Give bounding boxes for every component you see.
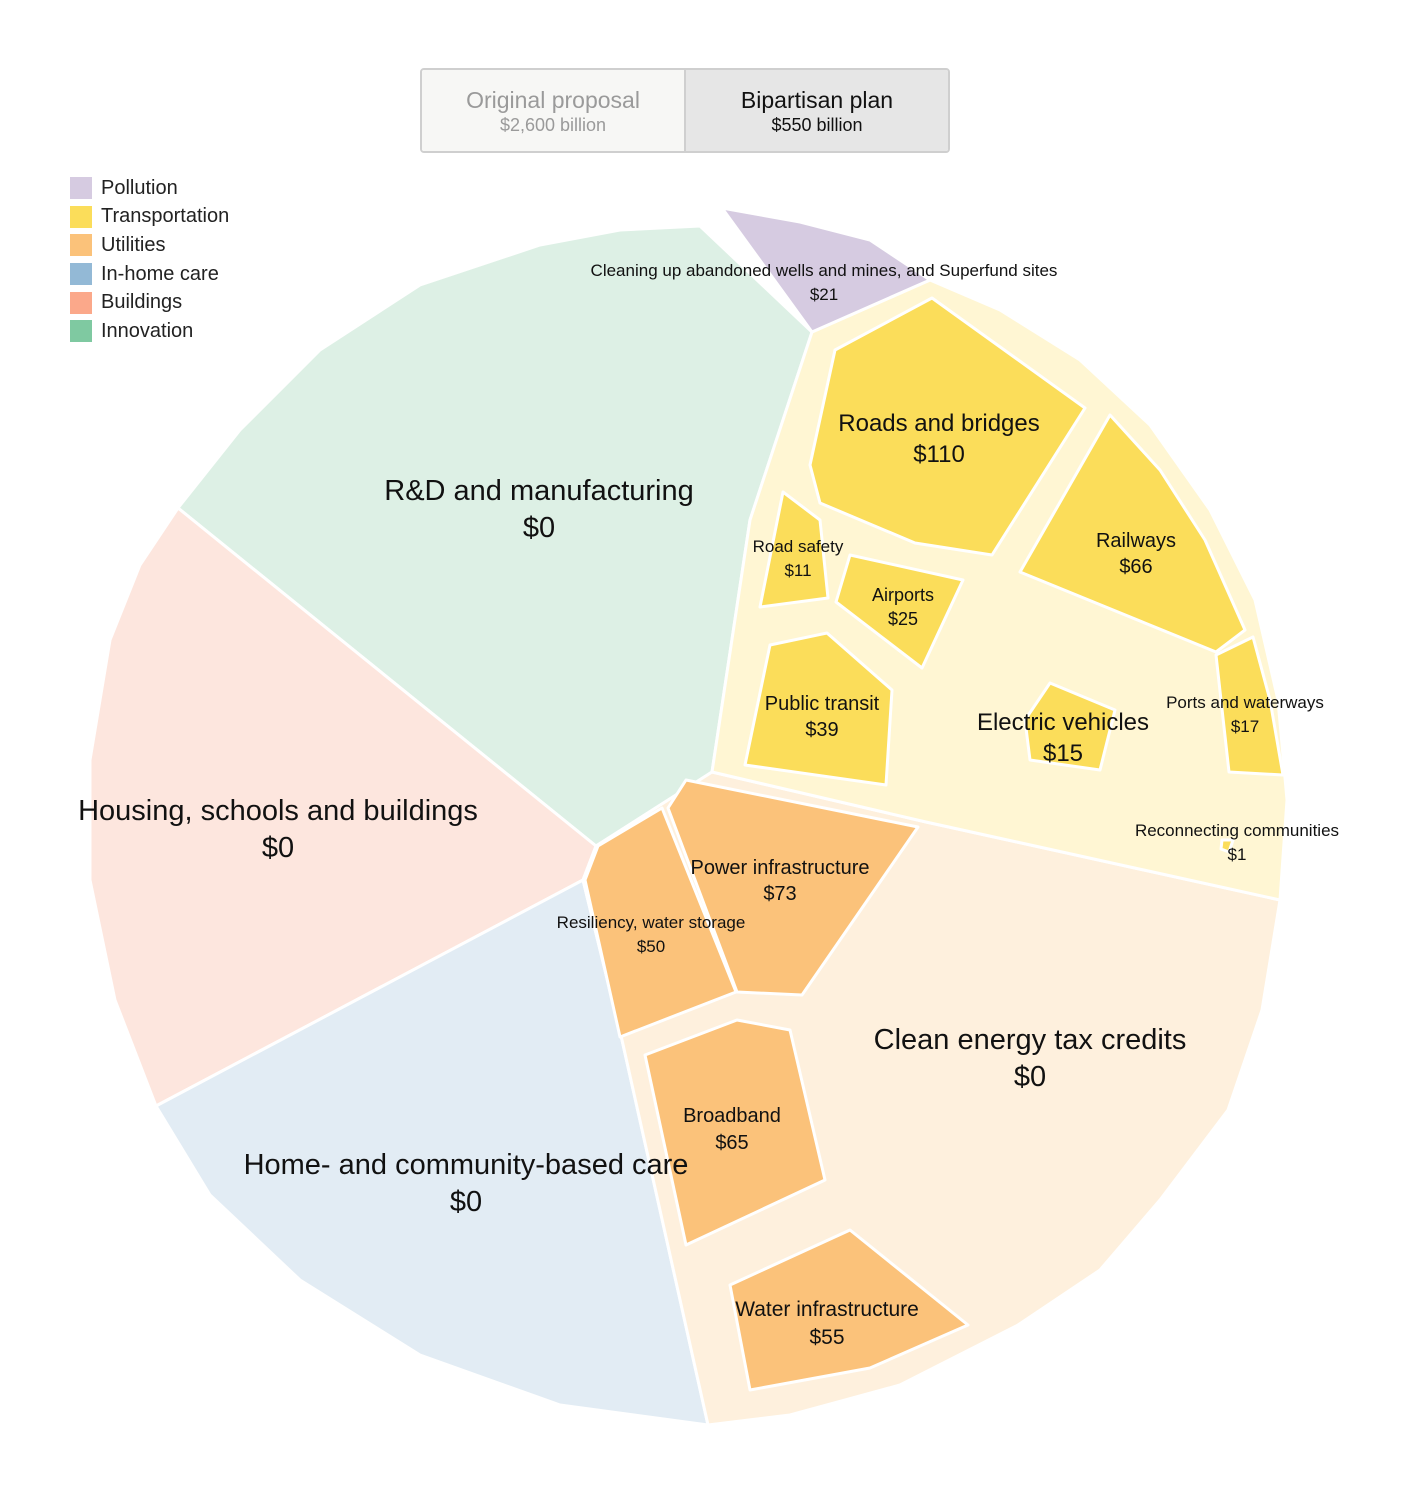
legend-swatch [70,205,92,228]
original-proposal-label: Original proposal [466,86,640,113]
value-housing-schools-buildings: $0 [262,832,294,864]
legend-swatch [70,177,92,200]
legend-swatch [70,234,92,257]
label-clean-energy-tax-credits: Clean energy tax credits [874,1024,1187,1056]
legend-item-utilities: Utilities [70,231,229,260]
label-rd-and-manufacturing: R&D and manufacturing [384,475,694,507]
label-road-safety: Road safety [753,537,844,556]
cell-roads-and-bridges [808,296,1087,557]
value-reconnecting-communities: $1 [1228,845,1247,864]
legend-label: Buildings [101,291,183,314]
bipartisan-plan-tab[interactable]: Bipartisan plan $550 billion [684,70,948,151]
value-ports-and-waterways: $17 [1231,717,1259,736]
label-broadband: Broadband [683,1105,781,1127]
legend-item-transportation: Transportation [70,203,229,232]
value-clean-energy-tax-credits: $0 [1014,1061,1046,1093]
cell-resiliency-water-storage [583,806,738,1039]
legend-item-in-home-care: In-home care [70,260,229,289]
bipartisan-plan-amount: $550 billion [771,114,863,135]
cell-ports-and-waterways [1214,635,1285,777]
value-power-infrastructure: $73 [763,883,796,905]
value-road-safety: $11 [784,561,811,580]
label-resiliency-water-storage: Resiliency, water storage [557,913,746,932]
cell-railways [1018,413,1247,654]
legend-item-pollution: Pollution [70,174,229,203]
legend-item-buildings: Buildings [70,288,229,317]
label-railways: Railways [1096,530,1176,552]
label-electric-vehicles: Electric vehicles [977,709,1149,736]
value-airports: $25 [888,609,918,629]
original-proposal-tab[interactable]: Original proposal $2,600 billion [422,70,684,151]
value-roads-and-bridges: $110 [913,441,965,468]
value-broadband: $65 [715,1132,748,1154]
label-airports: Airports [872,585,934,605]
value-railways: $66 [1119,556,1152,578]
region-pollution [720,206,932,334]
value-rd-and-manufacturing: $0 [523,512,555,544]
cell-electric-vehicles [1023,681,1117,772]
legend-swatch [70,291,92,314]
cell-power-infrastructure [666,778,920,997]
legend-item-innovation: Innovation [70,317,229,346]
value-electric-vehicles: $15 [1043,740,1083,767]
value-resiliency-water-storage: $50 [637,937,665,956]
legend-label: Utilities [101,233,166,256]
label-housing-schools-buildings: Housing, schools and buildings [78,795,478,827]
bipartisan-plan-label: Bipartisan plan [740,86,894,113]
value-public-transit: $39 [805,719,838,741]
legend: Pollution Transportation Utilities In-ho… [70,174,229,346]
legend-label: Pollution [101,176,178,199]
cell-reconnecting-communities [1219,838,1235,854]
label-public-transit: Public transit [765,693,880,715]
legend-swatch [70,320,92,343]
label-ports-and-waterways: Ports and waterways [1166,693,1324,712]
cell-broadband [643,1018,827,1247]
cell-water-infrastructure [728,1228,970,1392]
cell-public-transit [743,631,894,787]
cell-road-safety [758,490,830,609]
value-home-and-community-care: $0 [450,1186,482,1218]
legend-label: Transportation [101,205,230,228]
legend-label: In-home care [101,262,219,285]
legend-label: Innovation [101,319,194,342]
label-home-and-community-care: Home- and community-based care [244,1149,689,1181]
label-reconnecting-communities: Reconnecting communities [1135,821,1339,840]
label-roads-and-bridges: Roads and bridges [838,410,1039,437]
legend-swatch [70,263,92,286]
label-power-infrastructure: Power infrastructure [691,857,870,879]
value-water-infrastructure: $55 [809,1326,844,1349]
label-water-infrastructure: Water infrastructure [735,1298,919,1321]
plan-toggle: Original proposal $2,600 billion Biparti… [420,68,950,153]
label-pollution-cleanup: Cleaning up abandoned wells and mines, a… [591,261,1058,280]
original-proposal-amount: $2,600 billion [499,114,607,135]
cell-airports [834,553,965,670]
value-pollution-cleanup: $21 [810,285,838,304]
